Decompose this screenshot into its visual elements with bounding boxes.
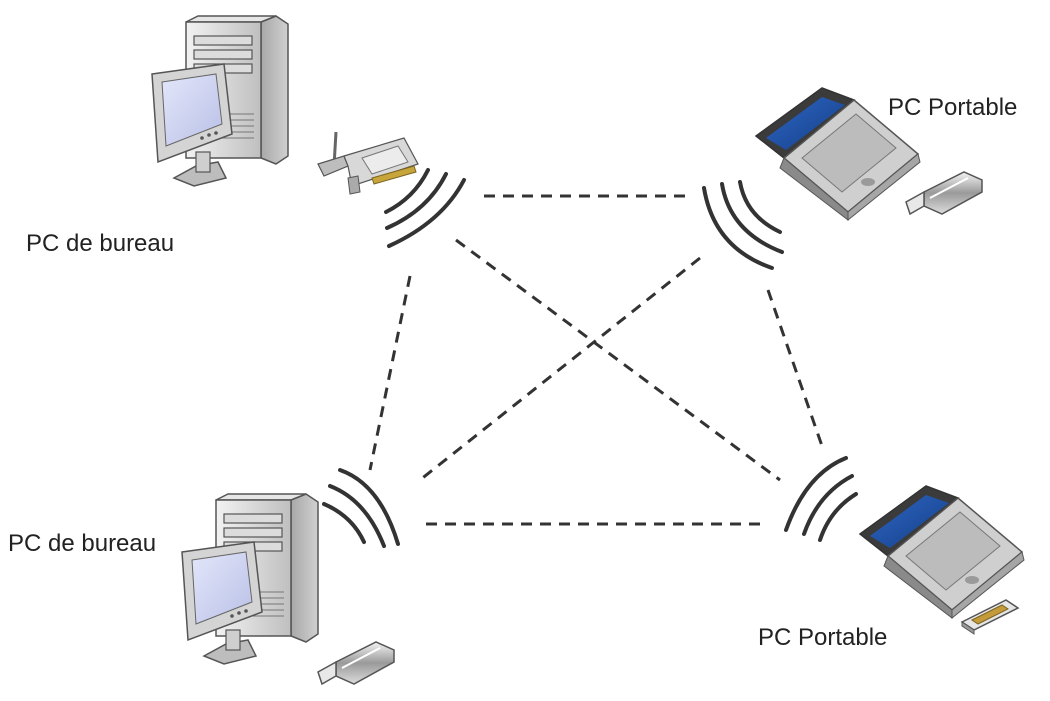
link-top-laptop-to-bottom-desktop [419,256,701,482]
node-label-desktop-top-left: PC de bureau [26,230,175,257]
wireless-signal-icon [702,180,784,270]
desktop-computer-icon [181,493,319,665]
wireless-links [368,194,824,526]
wireless-signal-icon [322,468,400,548]
wireless-signal-icon [784,456,858,542]
usb-wifi-adapter-icon [905,171,983,215]
wireless-signal-icon [384,168,466,248]
link-top-desktop-to-bottom-laptop [455,238,781,482]
link-top-desktop-to-bottom-desktop [368,275,412,471]
node-label-desktop-bottom-left: PC de bureau [8,530,157,557]
wifi-pci-card-icon [316,130,420,196]
node-label-laptop-top-right: PC Portable [888,94,1018,121]
usb-wifi-adapter-icon [317,641,395,685]
laptop-icon [859,485,1025,619]
node-label-laptop-bottom-right: PC Portable [758,624,888,651]
link-top-laptop-to-bottom-laptop [766,289,824,447]
desktop-computer-icon [151,15,289,187]
pcmcia-wifi-card-icon [961,599,1019,635]
